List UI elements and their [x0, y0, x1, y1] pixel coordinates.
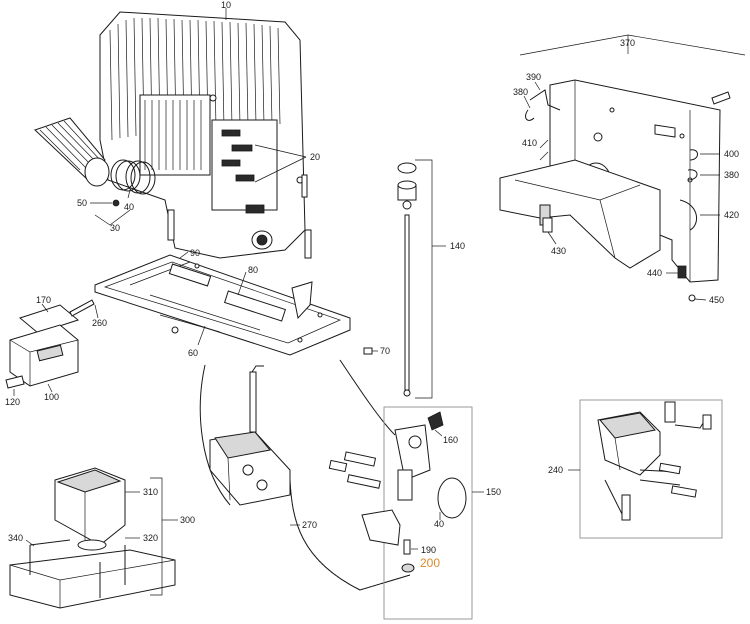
- label-160: 160: [443, 435, 458, 445]
- label-390: 390: [526, 72, 541, 82]
- screw-top-right: [301, 174, 308, 198]
- label-310: 310: [143, 487, 158, 497]
- rod-part-140: [397, 162, 417, 397]
- label-410: 410: [522, 138, 537, 148]
- label-260: 260: [92, 318, 107, 328]
- label-20: 20: [310, 152, 320, 162]
- bolt-right: [304, 229, 312, 259]
- hook-390: [529, 89, 561, 111]
- leader-30: [94, 209, 131, 226]
- burner-assembly: [209, 365, 291, 506]
- label-150: 150: [486, 487, 501, 497]
- label-80: 80: [248, 265, 258, 275]
- label-40b: 40: [434, 519, 444, 529]
- screw-top: [711, 91, 731, 105]
- label-200: 200: [420, 556, 440, 570]
- label-190: 190: [421, 545, 436, 555]
- bolt-left: [167, 209, 175, 241]
- label-60: 60: [188, 348, 198, 358]
- label-450: 450: [709, 295, 724, 305]
- label-100: 100: [44, 392, 59, 402]
- deflector-plate: [499, 159, 661, 269]
- inset-valve-detail: [597, 401, 712, 521]
- label-90: 90: [190, 248, 200, 258]
- leader-90: [179, 251, 189, 259]
- label-40a: 40: [124, 202, 134, 212]
- label-240: 240: [548, 465, 563, 475]
- bracket-140: [415, 159, 433, 399]
- cartridge-tray: [9, 549, 176, 609]
- clip-440: [677, 265, 687, 279]
- label-400: 400: [724, 149, 739, 159]
- cover-plate-170: [18, 304, 80, 334]
- clip-430: [542, 217, 553, 233]
- wire-rack: [29, 539, 126, 598]
- label-430: 430: [551, 246, 566, 256]
- inset-frame-240: [579, 399, 723, 539]
- label-440: 440: [647, 268, 662, 278]
- bracket-part-80: [291, 281, 313, 320]
- label-170: 170: [36, 295, 51, 305]
- label-370: 370: [620, 38, 635, 48]
- spring-420: [679, 199, 698, 231]
- screw-260: [69, 299, 95, 317]
- bracket-300: [150, 477, 163, 596]
- label-380b: 380: [724, 170, 739, 180]
- thermo-wire-left: [199, 364, 231, 506]
- cartridge-container: [54, 467, 126, 551]
- label-380a: 380: [513, 87, 528, 97]
- label-300: 300: [180, 515, 195, 525]
- label-30: 30: [110, 223, 120, 233]
- screw-part-70: [363, 347, 373, 355]
- gas-valve-assembly: [328, 411, 444, 573]
- clip-380b: [687, 169, 698, 181]
- leader-20: [254, 144, 307, 158]
- label-270: 270: [302, 520, 317, 530]
- leader-40a: [127, 189, 131, 199]
- label-320: 320: [143, 533, 158, 543]
- leader-60: [197, 325, 206, 346]
- hose-clamps: [110, 159, 156, 207]
- heater-body-part-10: [99, 11, 306, 259]
- clip-400: [689, 149, 698, 161]
- knob-120: [5, 375, 25, 389]
- gas-line: [339, 359, 396, 436]
- label-70: 70: [380, 346, 390, 356]
- label-140: 140: [450, 241, 465, 251]
- label-420: 420: [724, 210, 739, 220]
- label-10: 10: [221, 0, 231, 10]
- label-50: 50: [77, 198, 87, 208]
- label-340: 340: [8, 533, 23, 543]
- leader-80: [237, 271, 247, 296]
- o-ring-part-40: [437, 477, 467, 519]
- label-120: 120: [5, 397, 20, 407]
- clip-410: [539, 139, 549, 161]
- flexible-hose: [34, 117, 110, 187]
- screw-450: [688, 294, 696, 302]
- base-plate: [94, 254, 351, 356]
- control-housing-100: [9, 324, 79, 387]
